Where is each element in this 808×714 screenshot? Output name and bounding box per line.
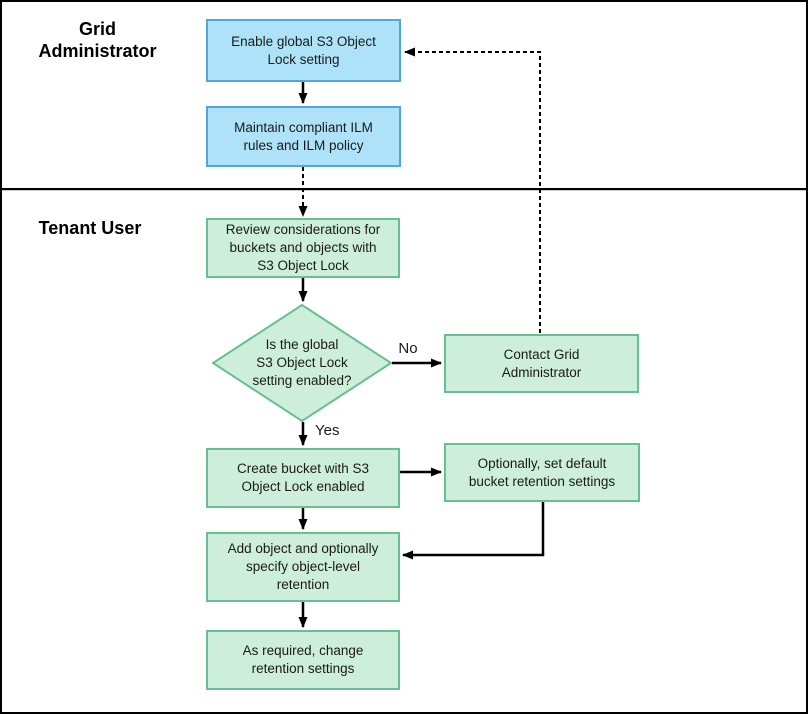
arrow-optional-to-add-object (402, 502, 545, 560)
edge-label-no: No (398, 340, 418, 357)
edge-label-yes: Yes (315, 422, 340, 439)
lane-divider-shadow (2, 190, 806, 191)
node-is-global-setting-enabled: Is the global S3 Object Lock setting ena… (252, 337, 352, 388)
node-contact-grid-administrator: Contact Grid Administrator (444, 334, 639, 393)
node-change-retention-settings: As required, change retention settings (206, 630, 400, 690)
node-maintain-compliant-ilm: Maintain compliant ILM rules and ILM pol… (206, 106, 401, 167)
node-add-object: Add object and optionally specify object… (206, 532, 400, 602)
decision-diamond-shape (212, 304, 392, 422)
arrow-contact-to-enable-dashed (404, 47, 541, 333)
diamond-polygon (212, 304, 392, 422)
lane-label-tenant-user: Tenant User (38, 218, 142, 238)
node-create-bucket: Create bucket with S3 Object Lock enable… (206, 448, 400, 508)
node-enable-global-s3-object-lock: Enable global S3 Object Lock setting (206, 19, 401, 82)
lane-divider (2, 188, 806, 190)
lane-label-grid-administrator: Grid Administrator (38, 19, 157, 61)
node-review-considerations: Review considerations for buckets and ob… (206, 218, 400, 278)
node-set-default-retention: Optionally, set default bucket retention… (444, 443, 640, 502)
